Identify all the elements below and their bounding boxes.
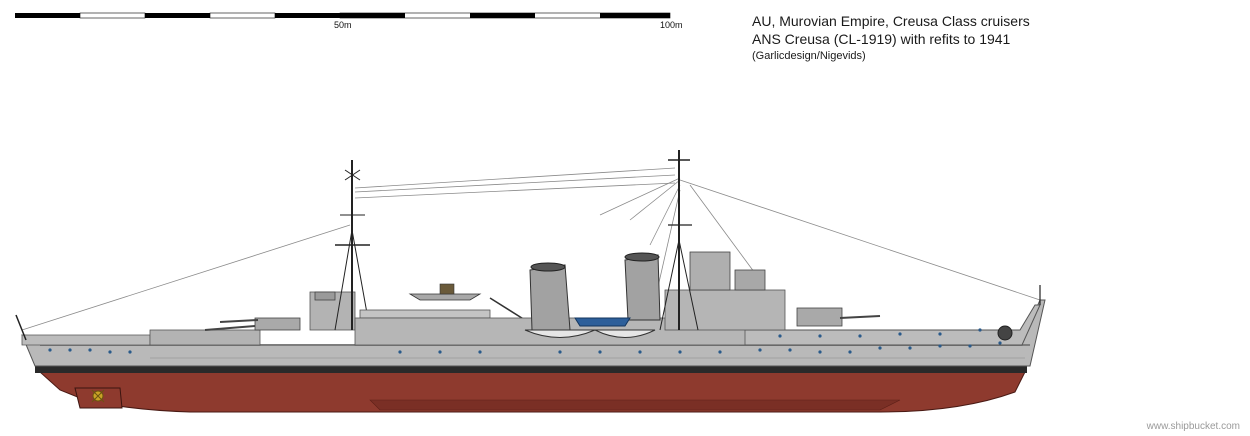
scale-bar-segments [15,12,671,19]
title-line-2: ANS Creusa (CL-1919) with refits to 1941 [752,31,1011,47]
foremast [659,150,699,331]
title-block: AU, Murovian Empire, Creusa Class cruise… [752,12,1030,63]
boot-topping [35,366,1027,373]
hull-bottom-shade [369,399,901,411]
rigging [21,167,1041,331]
propeller-icon [74,387,123,409]
funnels [529,252,661,331]
credit-line: (Garlicdesign/Nigevids) [752,50,866,62]
watermark: www.shipbucket.com [1146,421,1240,432]
anchor-hawse-icon [997,325,1013,341]
bridge [664,251,881,331]
portholes [48,328,1002,354]
ship-boats [524,317,656,338]
scale-label-100m: 100m [660,20,683,30]
aircraft-catapult [359,283,526,321]
aft-mast [334,160,371,331]
scale-label-50m: 50m [334,20,352,30]
title-line-1: AU, Murovian Empire, Creusa Class cruise… [752,13,1030,29]
aft-superstructure [149,291,356,346]
stern-staff [15,314,27,341]
